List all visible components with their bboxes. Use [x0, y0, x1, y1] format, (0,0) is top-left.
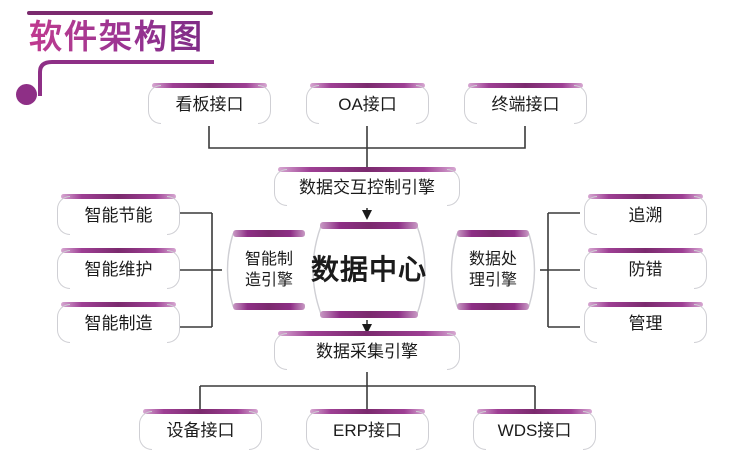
hex-label-line1: 数据处 [468, 251, 517, 268]
pill-cap-top [278, 167, 456, 172]
box-label: 终端接口 [491, 94, 560, 114]
box-top-oa[interactable]: OA接口 [306, 83, 429, 126]
hex-cap-top [233, 230, 305, 237]
hex-cap-bottom [457, 303, 529, 310]
arrow-down-to-center [362, 210, 372, 220]
box-right-management[interactable]: 管理 [584, 302, 707, 345]
pill-side-left [274, 169, 287, 206]
box-label: 设备接口 [166, 420, 235, 440]
box-label: 智能制造 [84, 313, 153, 333]
pill-side-left [473, 411, 486, 450]
pill-side-right [416, 411, 429, 450]
hex-data-processing-engine[interactable]: 数据处 理引擎 [446, 230, 540, 310]
pill-side-left [57, 250, 70, 289]
title-top-rule [27, 11, 213, 15]
box-left-smart-manufacturing[interactable]: 智能制造 [57, 302, 180, 345]
pill-side-left [274, 333, 287, 370]
box-label: OA接口 [338, 94, 397, 114]
box-label: WDS接口 [497, 420, 572, 440]
pill-cap-top [588, 248, 703, 253]
pill-cap-top [468, 83, 583, 88]
box-label: 数据交互控制引擎 [299, 177, 435, 197]
hex-label-line1: 智能制 [244, 251, 293, 268]
box-top-terminal[interactable]: 终端接口 [464, 83, 587, 126]
pill-side-right [167, 304, 180, 343]
pill-side-right [447, 169, 460, 206]
arrow-down-to-collector [362, 324, 372, 334]
hex-cap-top [320, 222, 418, 229]
pill-side-right [167, 196, 180, 235]
box-right-error-proofing[interactable]: 防错 [584, 248, 707, 291]
pill-cap-top [61, 302, 176, 307]
pill-side-left [57, 196, 70, 235]
pill-side-right [694, 304, 707, 343]
box-label: 管理 [628, 313, 663, 333]
hex-label: 数据处 理引擎 [469, 249, 517, 291]
box-bottom-wds[interactable]: WDS接口 [473, 409, 596, 452]
title-hook-decoration [38, 60, 214, 96]
pill-side-left [306, 85, 319, 124]
box-top-kanban[interactable]: 看板接口 [148, 83, 271, 126]
pill-side-right [694, 196, 707, 235]
pill-side-right [447, 333, 460, 370]
pill-side-left [584, 304, 597, 343]
pill-cap-top [477, 409, 592, 414]
pill-side-right [249, 411, 262, 450]
pill-side-right [583, 411, 596, 450]
box-label: ERP接口 [333, 420, 402, 440]
hex-cap-top [457, 230, 529, 237]
pill-cap-top [588, 302, 703, 307]
box-left-smart-energy[interactable]: 智能节能 [57, 194, 180, 237]
hex-cap-bottom [233, 303, 305, 310]
box-bottom-erp[interactable]: ERP接口 [306, 409, 429, 452]
pill-side-left [139, 411, 152, 450]
pill-cap-top [588, 194, 703, 199]
pill-side-right [574, 85, 587, 124]
hex-cap-bottom [320, 311, 418, 318]
hex-label-line2: 造引擎 [244, 272, 293, 289]
box-data-interaction-control-engine[interactable]: 数据交互控制引擎 [274, 167, 460, 208]
hex-outline [450, 233, 536, 307]
box-label: 数据采集引擎 [316, 341, 418, 361]
pill-cap-top [310, 409, 425, 414]
hex-label: 数据中心 [310, 254, 427, 285]
pill-side-left [464, 85, 477, 124]
box-label: 防错 [628, 259, 663, 279]
pill-cap-top [143, 409, 258, 414]
hex-label: 智能制 造引擎 [245, 249, 293, 291]
box-data-collection-engine[interactable]: 数据采集引擎 [274, 331, 460, 372]
box-label: 看板接口 [175, 94, 244, 114]
pill-side-left [57, 304, 70, 343]
box-bottom-equipment[interactable]: 设备接口 [139, 409, 262, 452]
pill-side-left [584, 196, 597, 235]
pill-side-left [306, 411, 319, 450]
pill-side-right [694, 250, 707, 289]
pill-side-left [148, 85, 161, 124]
pill-cap-top [152, 83, 267, 88]
box-right-traceability[interactable]: 追溯 [584, 194, 707, 237]
pill-side-right [167, 250, 180, 289]
box-label: 追溯 [628, 205, 663, 225]
box-label: 智能维护 [84, 259, 153, 279]
pill-side-left [584, 250, 597, 289]
pill-side-right [258, 85, 271, 124]
box-left-smart-maintenance[interactable]: 智能维护 [57, 248, 180, 291]
hex-smart-manufacturing-engine[interactable]: 智能制 造引擎 [222, 230, 316, 310]
pill-side-right [416, 85, 429, 124]
hex-label-line2: 理引擎 [468, 272, 517, 289]
box-label: 智能节能 [84, 205, 153, 225]
title-dot-decoration [16, 84, 37, 105]
page-title: 软件架构图 [29, 18, 204, 55]
pill-cap-top [61, 194, 176, 199]
hex-data-center[interactable]: 数据中心 [305, 222, 433, 318]
pill-cap-top [278, 331, 456, 336]
pill-cap-top [61, 248, 176, 253]
pill-cap-top [310, 83, 425, 88]
